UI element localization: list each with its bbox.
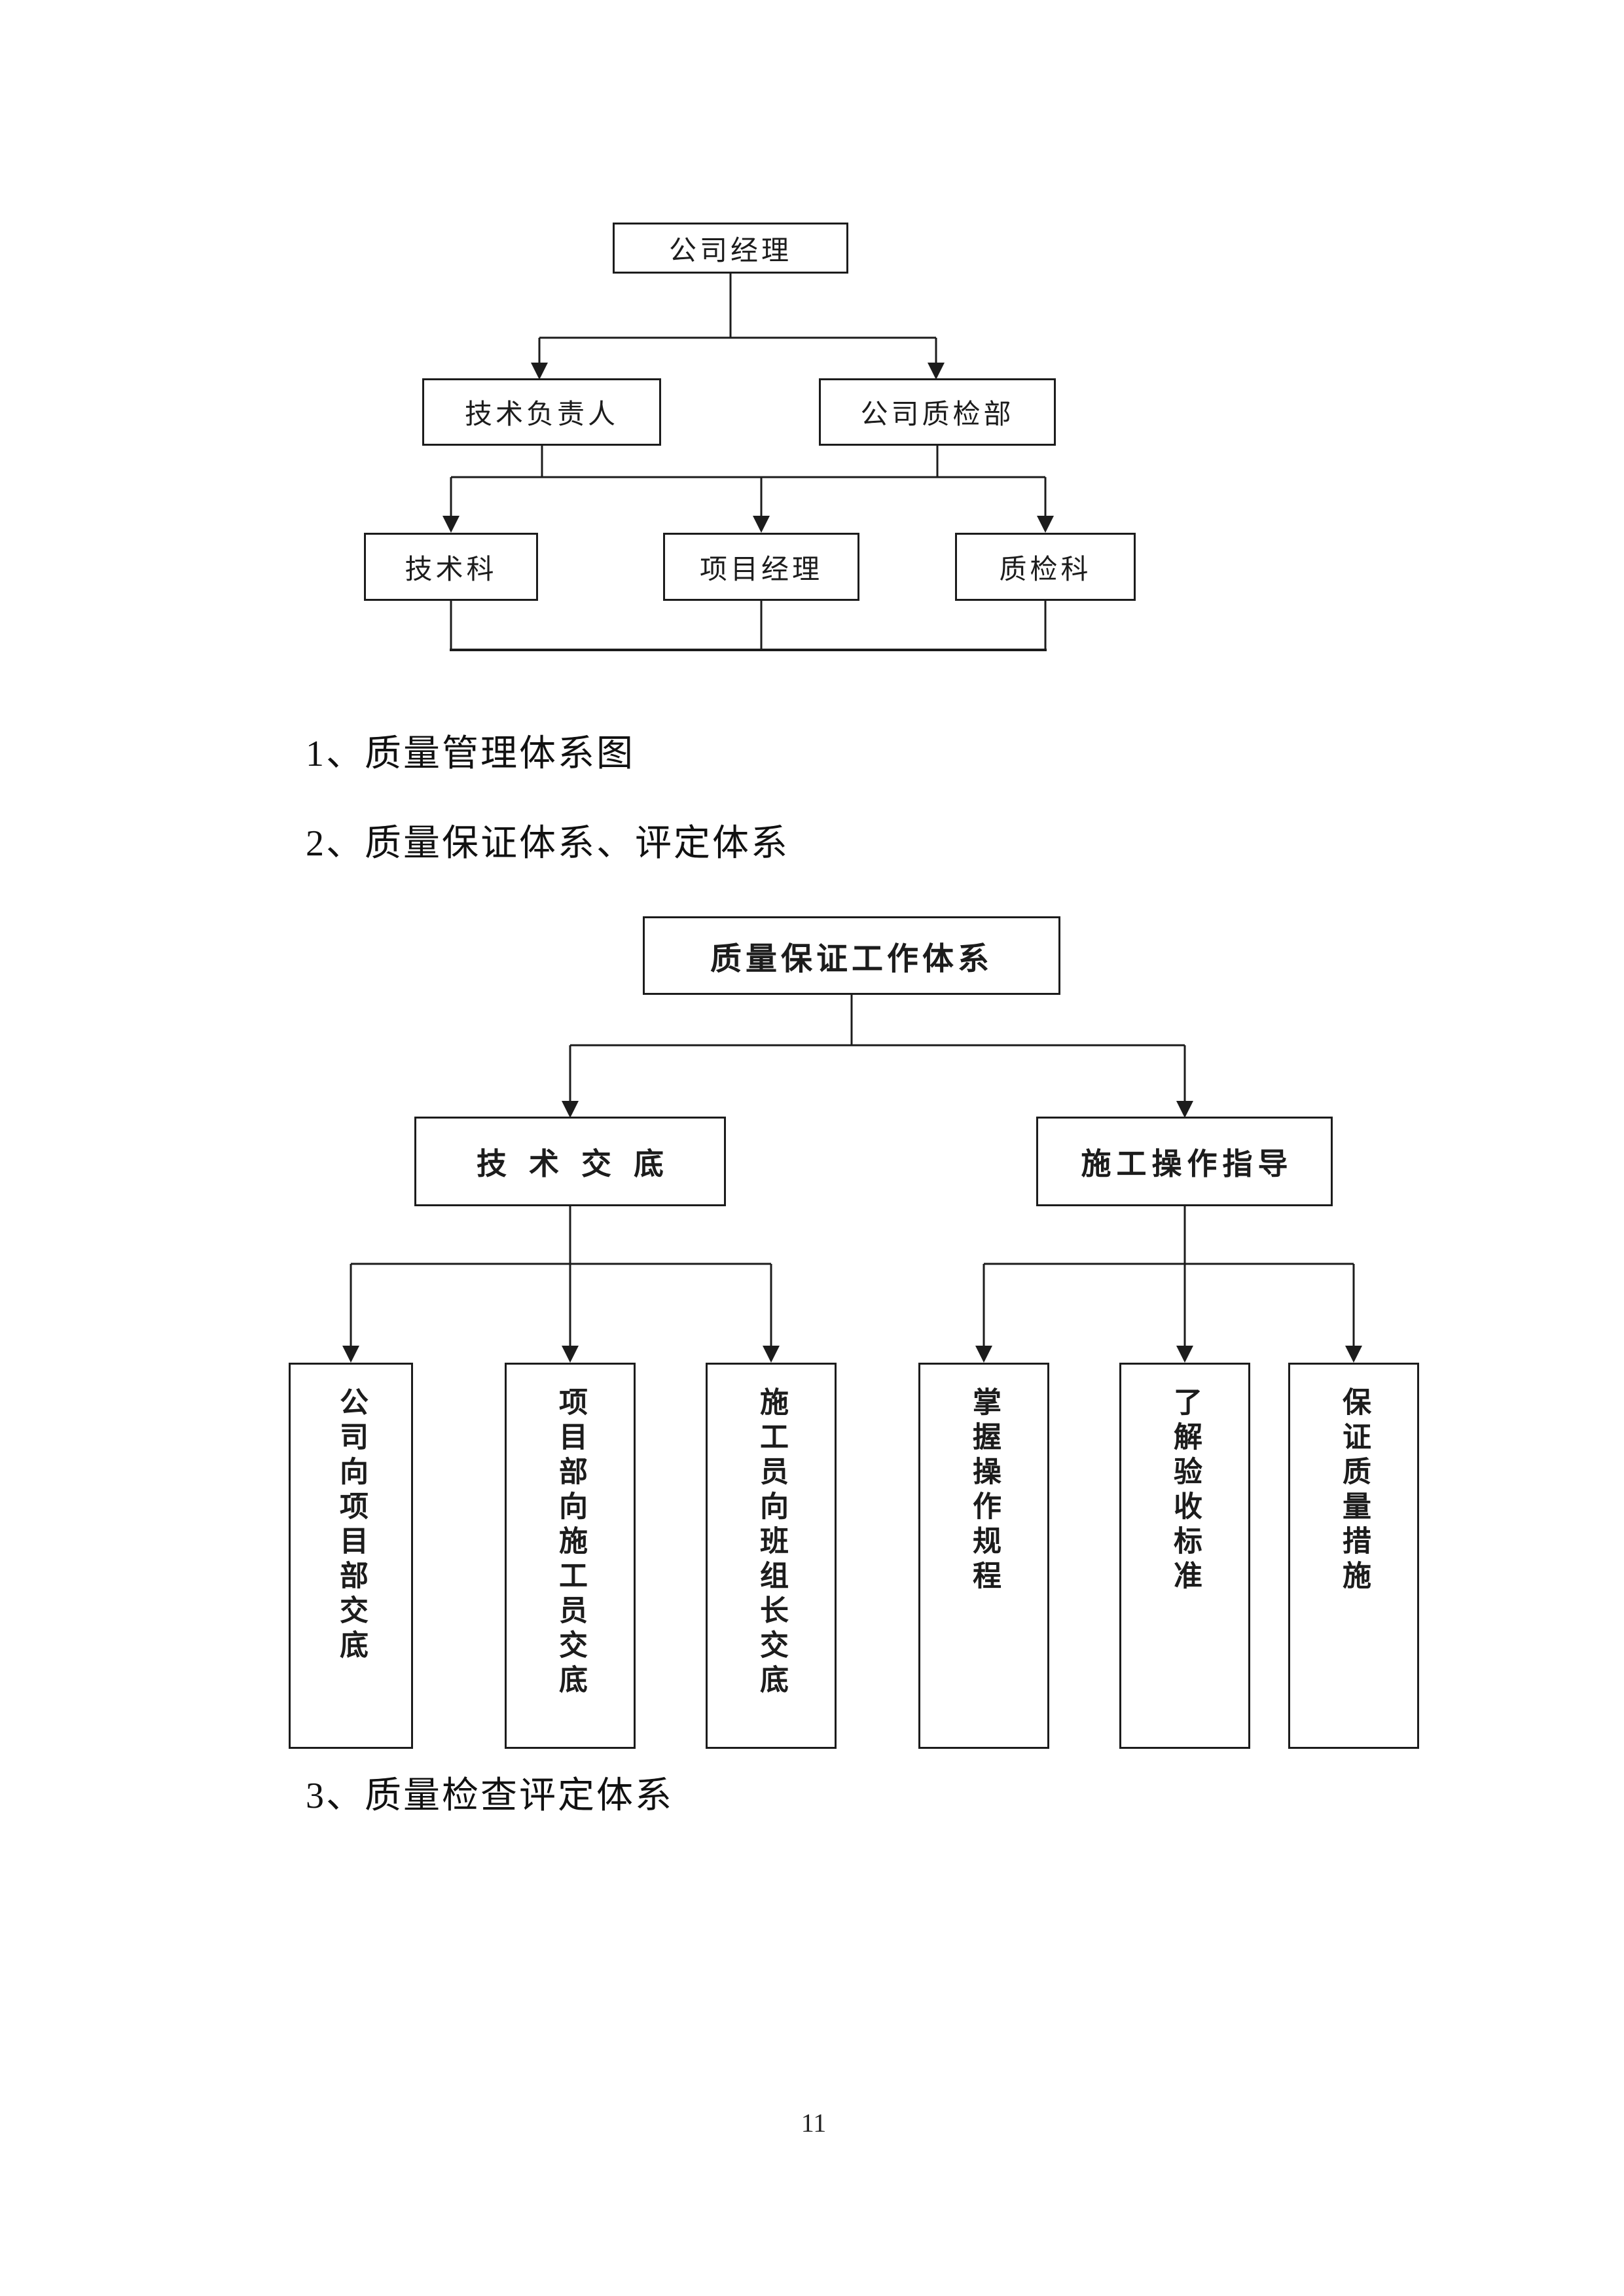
org-node-label: 技术负责人 [464,399,619,429]
diagram1-arrowheads [442,363,1054,533]
org-node-company-qc-dept: 公司质检部 [819,378,1056,446]
diagram2-connectors [350,995,1355,1347]
section-heading-1: 1、质量管理体系图 [306,734,635,774]
org-node-company-manager: 公司经理 [613,223,848,274]
qa-branch-label: 技术交底 [477,1146,686,1181]
qa-root-node: 质量保证工作体系 [643,916,1060,995]
qa-leaf-understand-acceptance-standards: 了解验收标准 [1119,1363,1250,1749]
qa-leaf-master-operating-procedures: 掌握操作规程 [918,1363,1049,1749]
diagram2-arrowheads [342,1101,1362,1363]
org-node-label: 公司质检部 [860,399,1015,429]
qa-branch-construction-guidance: 施工操作指导 [1036,1117,1333,1206]
qa-root-label: 质量保证工作体系 [710,942,993,977]
qa-leaf-label: 了解验收标准 [1169,1387,1201,1595]
org-node-qc-section: 质检科 [955,533,1136,601]
org-node-label: 技术科 [405,553,497,584]
qa-branch-technical-disclosure: 技术交底 [414,1117,726,1206]
qa-leaf-project-dept-to-builder: 项目部向施工员交底 [505,1363,636,1749]
page-number: 11 [801,2108,827,2138]
qa-leaf-label: 施工员向班组长交底 [755,1387,787,1699]
section-heading-3: 3、质量检查评定体系 [306,1776,674,1816]
org-node-project-manager: 项目经理 [663,533,859,601]
qa-leaf-builder-to-team-leader: 施工员向班组长交底 [706,1363,837,1749]
org-node-label: 公司经理 [668,234,792,266]
qa-branch-label: 施工操作指导 [1081,1146,1293,1181]
org-node-technical-section: 技术科 [364,533,538,601]
diagram1-connectors [450,274,1047,651]
org-node-technical-director: 技术负责人 [422,378,661,446]
qa-leaf-ensure-quality-measures: 保证质量措施 [1288,1363,1419,1749]
org-node-label: 项目经理 [699,553,823,584]
section-heading-2: 2、质量保证体系、评定体系 [306,823,789,864]
qa-leaf-label: 项目部向施工员交底 [554,1387,586,1699]
qa-leaf-label: 保证质量措施 [1338,1387,1370,1595]
qa-leaf-company-to-project-dept: 公司向项目部交底 [289,1363,413,1749]
qa-leaf-label: 掌握操作规程 [968,1387,1000,1595]
qa-leaf-label: 公司向项目部交底 [335,1387,367,1664]
org-node-label: 质检科 [999,553,1092,584]
